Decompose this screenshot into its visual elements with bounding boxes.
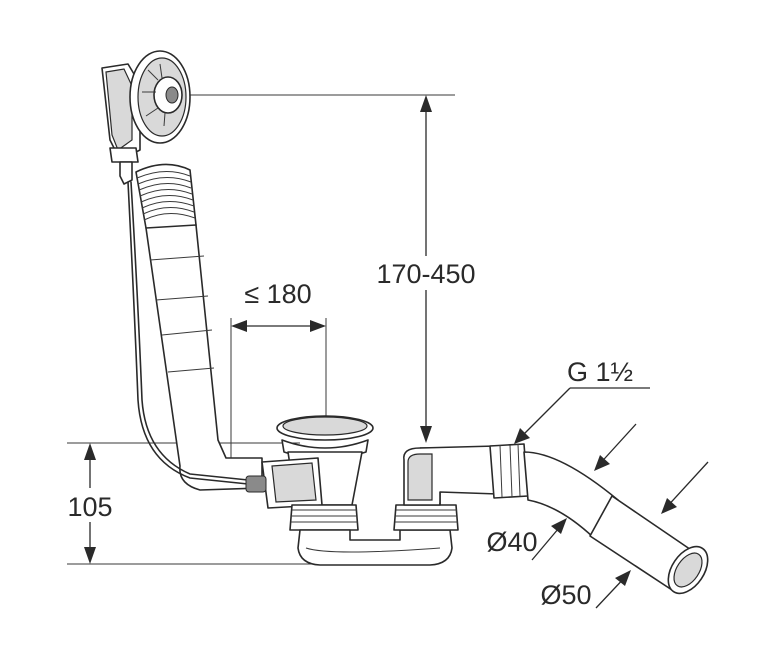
diameter-40-label: Ø40 (486, 527, 537, 557)
outlet-pipe (489, 443, 709, 595)
trap-u-bend (297, 529, 453, 566)
horizontal-offset-label: ≤ 180 (244, 279, 311, 309)
extension-lines (67, 94, 455, 565)
leader-thread: G 1½ (514, 357, 650, 444)
outlet-riser (393, 445, 499, 531)
leader-diameter-40: Ø40 (486, 423, 637, 561)
dimension-overflow-height: 170-450 (364, 95, 488, 443)
overflow-riser-pipe (127, 181, 263, 491)
waste-valve (245, 415, 374, 531)
dimension-horizontal-offset: ≤ 180 (231, 279, 326, 332)
drain-height-label: 105 (67, 492, 112, 522)
thread-label: G 1½ (567, 357, 633, 387)
leader-diameter-50: Ø50 (540, 461, 709, 610)
overflow-head (101, 50, 191, 185)
overflow-height-label: 170-450 (376, 259, 475, 289)
diameter-50-label: Ø50 (540, 580, 591, 610)
dimension-drain-height: 105 (60, 443, 122, 564)
corrugated-hose (135, 163, 197, 233)
